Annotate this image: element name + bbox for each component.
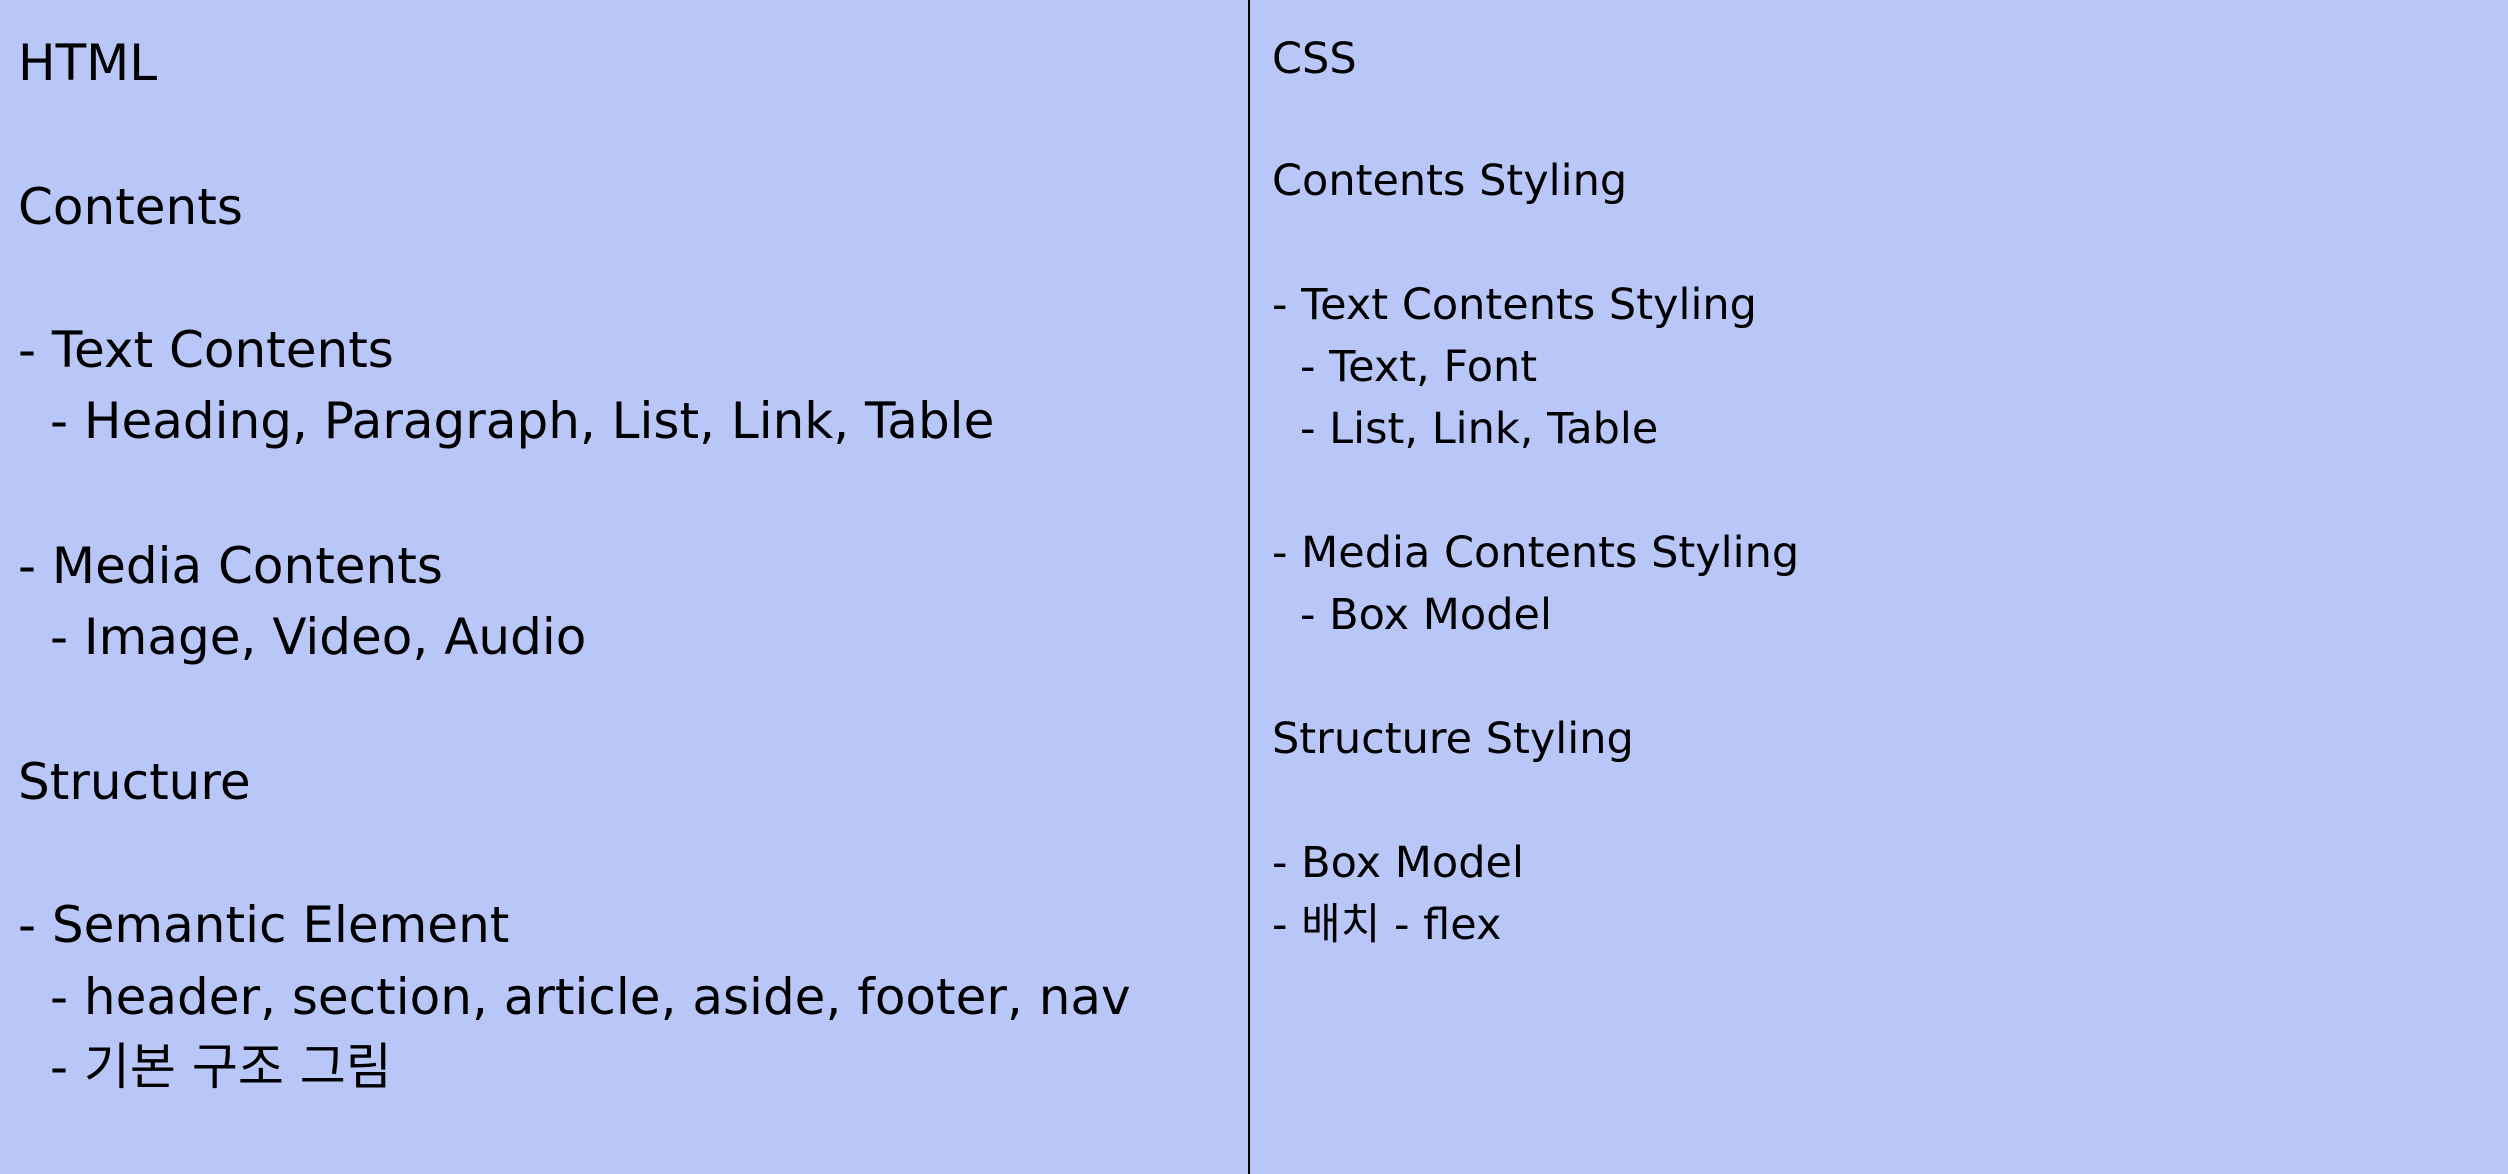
css-heading: CSS	[1272, 34, 1357, 84]
basic-structure-subitem: - 기본 구조 그림	[50, 1038, 392, 1096]
html-heading: HTML	[18, 34, 158, 92]
contents-heading: Contents	[18, 178, 243, 236]
css-panel: CSS Contents Styling - Text Contents Sty…	[1250, 0, 2508, 1174]
contents-styling-heading: Contents Styling	[1272, 156, 1628, 206]
semantic-element-subitem: - header, section, article, aside, foote…	[50, 968, 1131, 1026]
media-contents-subitem: - Image, Video, Audio	[50, 608, 587, 666]
panel-divider	[1248, 0, 1250, 1174]
structure-heading: Structure	[18, 753, 251, 811]
list-link-table-subitem: - List, Link, Table	[1300, 404, 1659, 454]
html-panel: HTML Contents - Text Contents - Heading,…	[0, 0, 1248, 1174]
text-contents-subitem: - Heading, Paragraph, List, Link, Table	[50, 392, 995, 450]
box-model-subitem: - Box Model	[1300, 590, 1552, 640]
media-contents-item: - Media Contents	[18, 537, 443, 595]
structure-styling-heading: Structure Styling	[1272, 714, 1634, 764]
text-contents-item: - Text Contents	[18, 321, 394, 379]
text-contents-styling-item: - Text Contents Styling	[1272, 280, 1757, 330]
layout-flex-item: - 배치 - flex	[1272, 900, 1502, 950]
media-contents-styling-item: - Media Contents Styling	[1272, 528, 1800, 578]
box-model-item: - Box Model	[1272, 838, 1524, 888]
semantic-element-item: - Semantic Element	[18, 896, 510, 954]
text-font-subitem: - Text, Font	[1300, 342, 1538, 392]
